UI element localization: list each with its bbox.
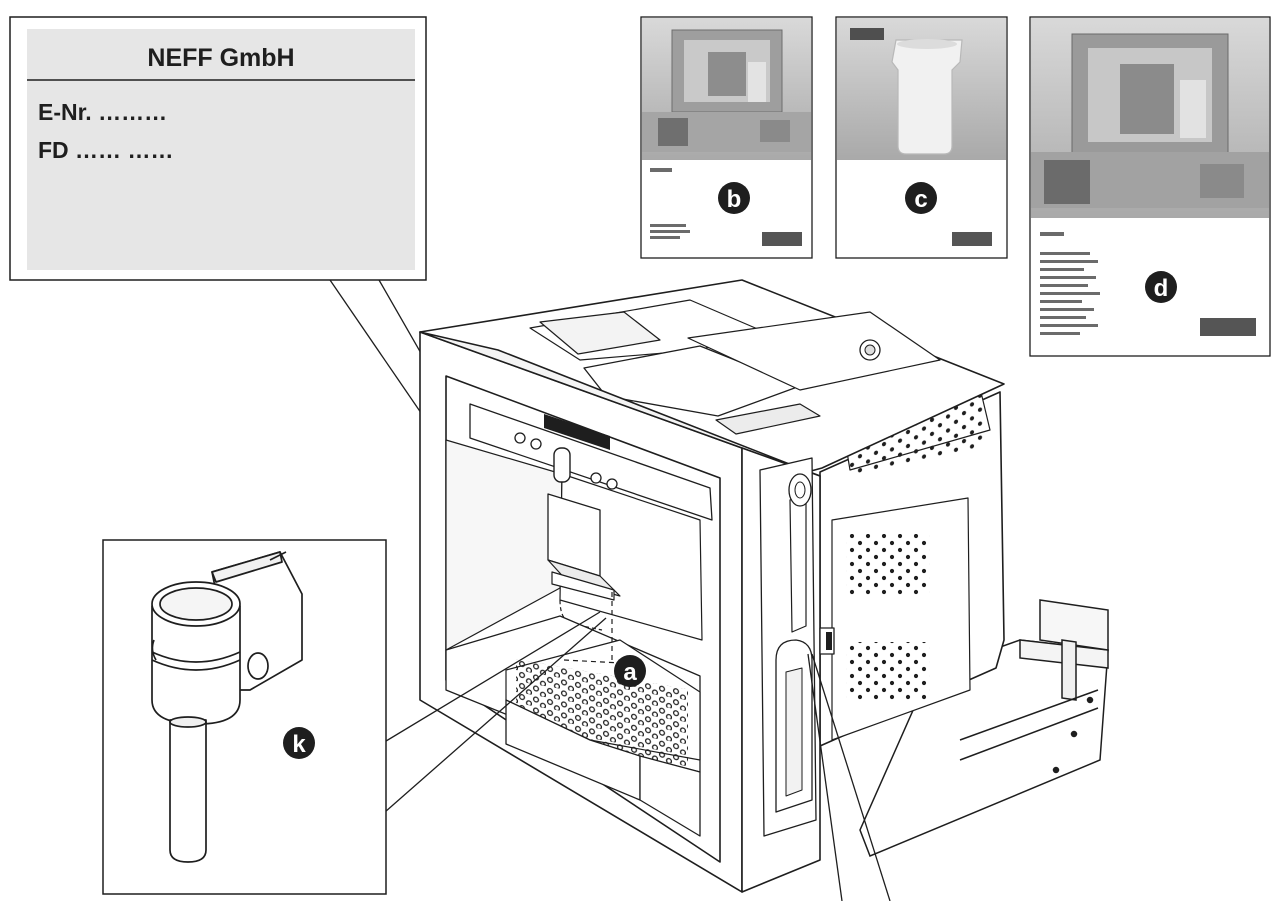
callout-k-label: k [292, 731, 306, 758]
callout-d-badge [1145, 271, 1177, 303]
rating-plate-e-nr: E-Nr. ……… [38, 99, 167, 125]
rating-plate-title: NEFF GmbH [147, 44, 294, 72]
callout-k-badge [283, 727, 315, 759]
callout-c-label: c [914, 186, 927, 213]
callout-d-label: d [1154, 275, 1169, 302]
callout-a: a [614, 655, 646, 687]
rating-plate-callout: NEFF GmbH E-Nr. ……… FD …… …… [9, 16, 427, 281]
rating-plate-fd: FD …… …… [38, 137, 173, 163]
document-d-installation-manual: d [1029, 16, 1271, 357]
bottom-leader-lines [807, 653, 891, 901]
rating-plate [27, 29, 415, 270]
document-b-operating-manual: b [640, 16, 813, 259]
callout-b-badge [718, 182, 750, 214]
milk-connector-detail: k [102, 539, 607, 895]
document-c-water-filter: c [835, 16, 1008, 259]
callout-a-badge [614, 655, 646, 687]
callout-a-label: a [623, 659, 637, 686]
coffee-machine [419, 279, 1005, 893]
callout-b-label: b [727, 186, 742, 213]
callout-c-badge [905, 182, 937, 214]
